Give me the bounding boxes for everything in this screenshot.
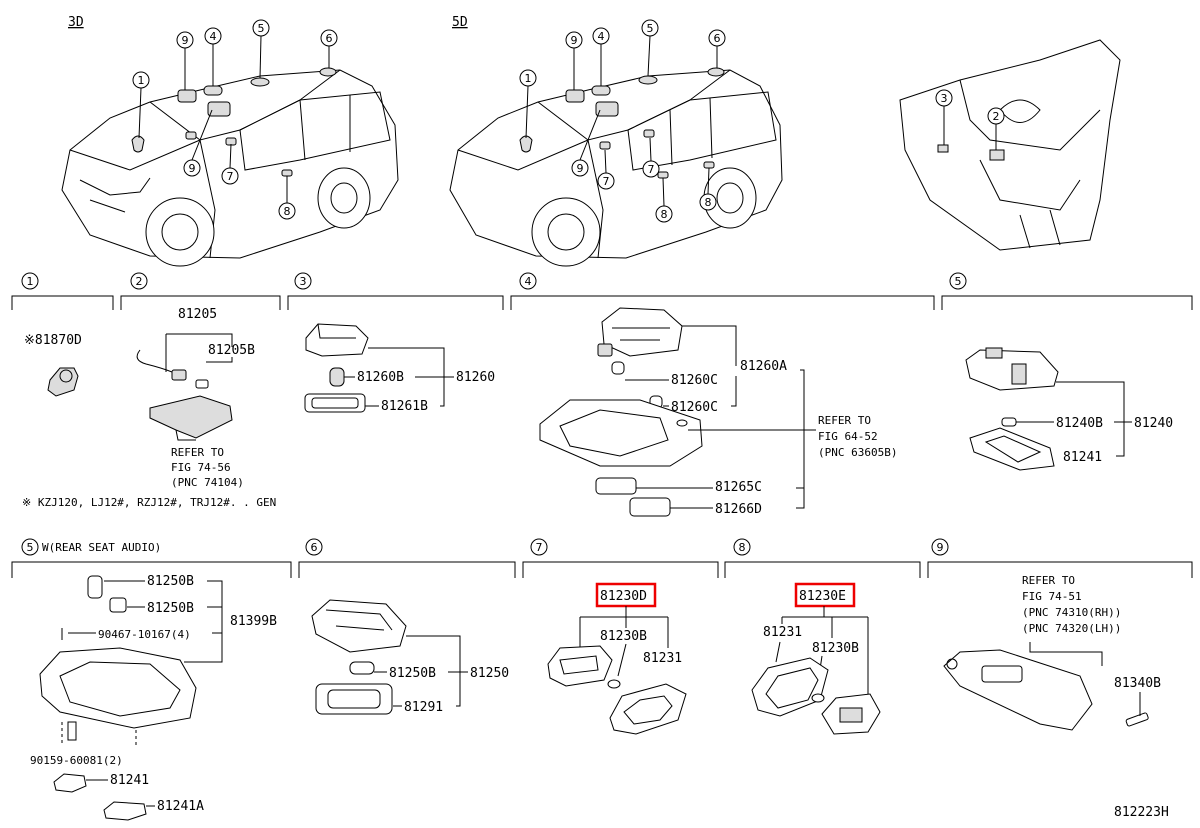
svg-text:FIG 64-52: FIG 64-52 xyxy=(818,430,878,443)
section-num-7: 7 xyxy=(536,541,543,554)
svg-text:REFER TO: REFER TO xyxy=(171,446,224,459)
section-title-rear-seat-audio: W(REAR SEAT AUDIO) xyxy=(42,541,161,554)
svg-text:FIG 74-51: FIG 74-51 xyxy=(1022,590,1082,603)
svg-text:REFER TO: REFER TO xyxy=(1022,574,1075,587)
interior-dash-view: 3 2 xyxy=(899,39,1121,251)
svg-text:7: 7 xyxy=(603,175,610,188)
svg-text:9: 9 xyxy=(577,162,584,175)
svg-text:3: 3 xyxy=(941,92,948,105)
part-81230E: 81230E xyxy=(799,589,846,604)
section-4: 81260A 81260C 81260C 81265C 81266D REFER… xyxy=(539,307,897,517)
svg-text:2: 2 xyxy=(993,110,1000,123)
svg-text:8: 8 xyxy=(284,205,291,218)
part-81230B-e: 81230B xyxy=(812,641,859,656)
part-90467-10167: 90467-10167(4) xyxy=(98,628,191,641)
part-81340B: 81340B xyxy=(1114,676,1161,691)
svg-text:6: 6 xyxy=(326,32,333,45)
section-num-5: 5 xyxy=(955,275,962,288)
part-81265C: 81265C xyxy=(715,480,762,495)
svg-text:6: 6 xyxy=(714,32,721,45)
view-label-3d: 3D xyxy=(68,15,84,30)
svg-text:(PNC 74320(LH)): (PNC 74320(LH)) xyxy=(1022,622,1121,635)
part-81250B-b: 81250B xyxy=(147,601,194,616)
svg-text:4: 4 xyxy=(210,30,217,43)
part-81260: 81260 xyxy=(456,370,495,385)
highlight-81230E xyxy=(794,582,856,608)
part-81266D: 81266D xyxy=(715,502,762,517)
svg-text:9: 9 xyxy=(182,34,189,47)
part-81870D: ※81870D xyxy=(24,333,82,348)
part-81241A: 81241A xyxy=(157,799,204,814)
part-81399B: 81399B xyxy=(230,614,277,629)
part-81261B: 81261B xyxy=(381,399,428,414)
section-9: REFER TO FIG 74-51 (PNC 74310(RH)) (PNC … xyxy=(943,574,1161,731)
part-81260C-2: 81260C xyxy=(671,400,718,415)
svg-text:5: 5 xyxy=(258,22,265,35)
view-label-5d: 5D xyxy=(452,15,468,30)
svg-text:8: 8 xyxy=(705,196,712,209)
svg-text:(PNC 74310(RH)): (PNC 74310(RH)) xyxy=(1022,606,1121,619)
part-81231-e: 81231 xyxy=(763,625,802,640)
row1-headers: 1 2 3 4 5 xyxy=(11,272,1193,310)
part-90159-60081: 90159-60081(2) xyxy=(30,754,123,767)
svg-text:9: 9 xyxy=(189,162,196,175)
part-81260B: 81260B xyxy=(357,370,404,385)
svg-text:8: 8 xyxy=(661,208,668,221)
part-81241: 81241 xyxy=(1063,450,1102,465)
part-81230B-d: 81230B xyxy=(600,629,647,644)
vehicle-3d-view: 3D 1 9 4 5 6 9 7 8 xyxy=(61,15,399,267)
svg-text:1: 1 xyxy=(138,74,145,87)
figure-id: 812223H xyxy=(1114,805,1169,820)
part-81230D: 81230D xyxy=(600,589,647,604)
svg-text:9: 9 xyxy=(571,34,578,47)
section-2: 81205 81205B REFER TO FIG 74-56 (PNC 741… xyxy=(22,307,276,509)
part-81205B: 81205B xyxy=(208,343,255,358)
section-num-9: 9 xyxy=(937,541,944,554)
part-81291: 81291 xyxy=(404,700,443,715)
section-num-2: 2 xyxy=(136,275,143,288)
section-num-8: 8 xyxy=(739,541,746,554)
part-81205: 81205 xyxy=(178,307,217,322)
vehicle-5d-view: 5D 1 9 4 5 6 9 7 7 8 xyxy=(449,15,783,267)
svg-text:7: 7 xyxy=(227,170,234,183)
svg-text:(PNC 74104): (PNC 74104) xyxy=(171,476,244,489)
part-81250B-c: 81250B xyxy=(389,666,436,681)
part-81231-d: 81231 xyxy=(643,651,682,666)
footnote: ※ KZJ120, LJ12#, RZJ12#, TRJ12#. . GEN xyxy=(22,496,276,509)
svg-text:5: 5 xyxy=(647,22,654,35)
section-1: ※81870D xyxy=(24,333,82,397)
section-num-4: 4 xyxy=(525,275,532,288)
part-81250: 81250 xyxy=(470,666,509,681)
svg-text:4: 4 xyxy=(598,30,605,43)
section-7: 81230D 81230B 81231 xyxy=(547,582,687,735)
part-81260A: 81260A xyxy=(740,359,787,374)
row2-headers: 5 W(REAR SEAT AUDIO) 6 7 8 9 xyxy=(11,538,1193,578)
section-num-5w: 5 xyxy=(27,541,34,554)
svg-text:REFER TO: REFER TO xyxy=(818,414,871,427)
section-num-6: 6 xyxy=(311,541,318,554)
section-5: 81240B 81240 81241 xyxy=(965,347,1173,471)
section-5w: 81250B 81250B 81399B 90467-10167(4) 9015… xyxy=(30,574,277,821)
section-8: 81230E 81231 81230B xyxy=(751,582,881,735)
section-num-3: 3 xyxy=(300,275,307,288)
svg-text:(PNC 63605B): (PNC 63605B) xyxy=(818,446,897,459)
svg-text:FIG 74-56: FIG 74-56 xyxy=(171,461,231,474)
part-81240B: 81240B xyxy=(1056,416,1103,431)
svg-text:1: 1 xyxy=(525,72,532,85)
part-81240: 81240 xyxy=(1134,416,1173,431)
part-81241-b: 81241 xyxy=(110,773,149,788)
section-6: 81250B 81250 81291 xyxy=(311,599,509,715)
section-num-1: 1 xyxy=(27,275,34,288)
part-81260C-1: 81260C xyxy=(671,373,718,388)
svg-text:7: 7 xyxy=(648,163,655,176)
part-81250B-a: 81250B xyxy=(147,574,194,589)
section-3: 81260B 81260 81261B xyxy=(304,323,495,414)
